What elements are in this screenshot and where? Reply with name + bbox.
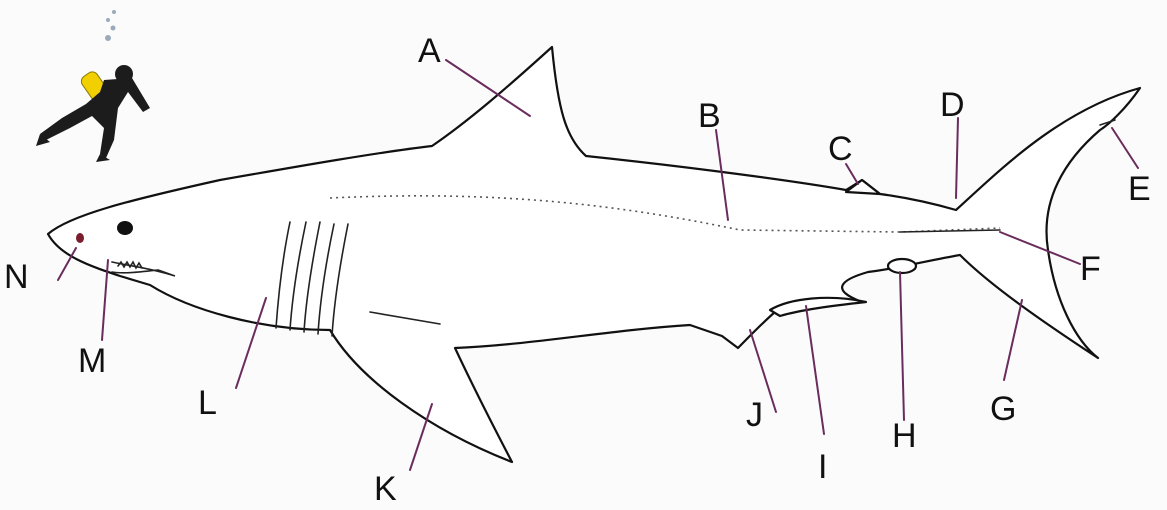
shark-nostril bbox=[76, 233, 84, 243]
label-N: N bbox=[4, 258, 29, 296]
label-L: L bbox=[198, 384, 217, 422]
label-F: F bbox=[1080, 250, 1101, 288]
label-M: M bbox=[78, 342, 106, 380]
label-E: E bbox=[1128, 170, 1151, 208]
label-J: J bbox=[746, 396, 763, 434]
label-G: G bbox=[990, 390, 1016, 428]
anal-fin bbox=[888, 259, 916, 273]
label-D: D bbox=[940, 86, 965, 124]
label-C: C bbox=[828, 130, 853, 168]
shark-eye bbox=[117, 221, 133, 235]
label-B: B bbox=[698, 97, 721, 135]
label-A: A bbox=[418, 32, 441, 70]
label-I: I bbox=[818, 448, 827, 486]
label-H: H bbox=[892, 417, 917, 455]
label-K: K bbox=[374, 470, 397, 508]
